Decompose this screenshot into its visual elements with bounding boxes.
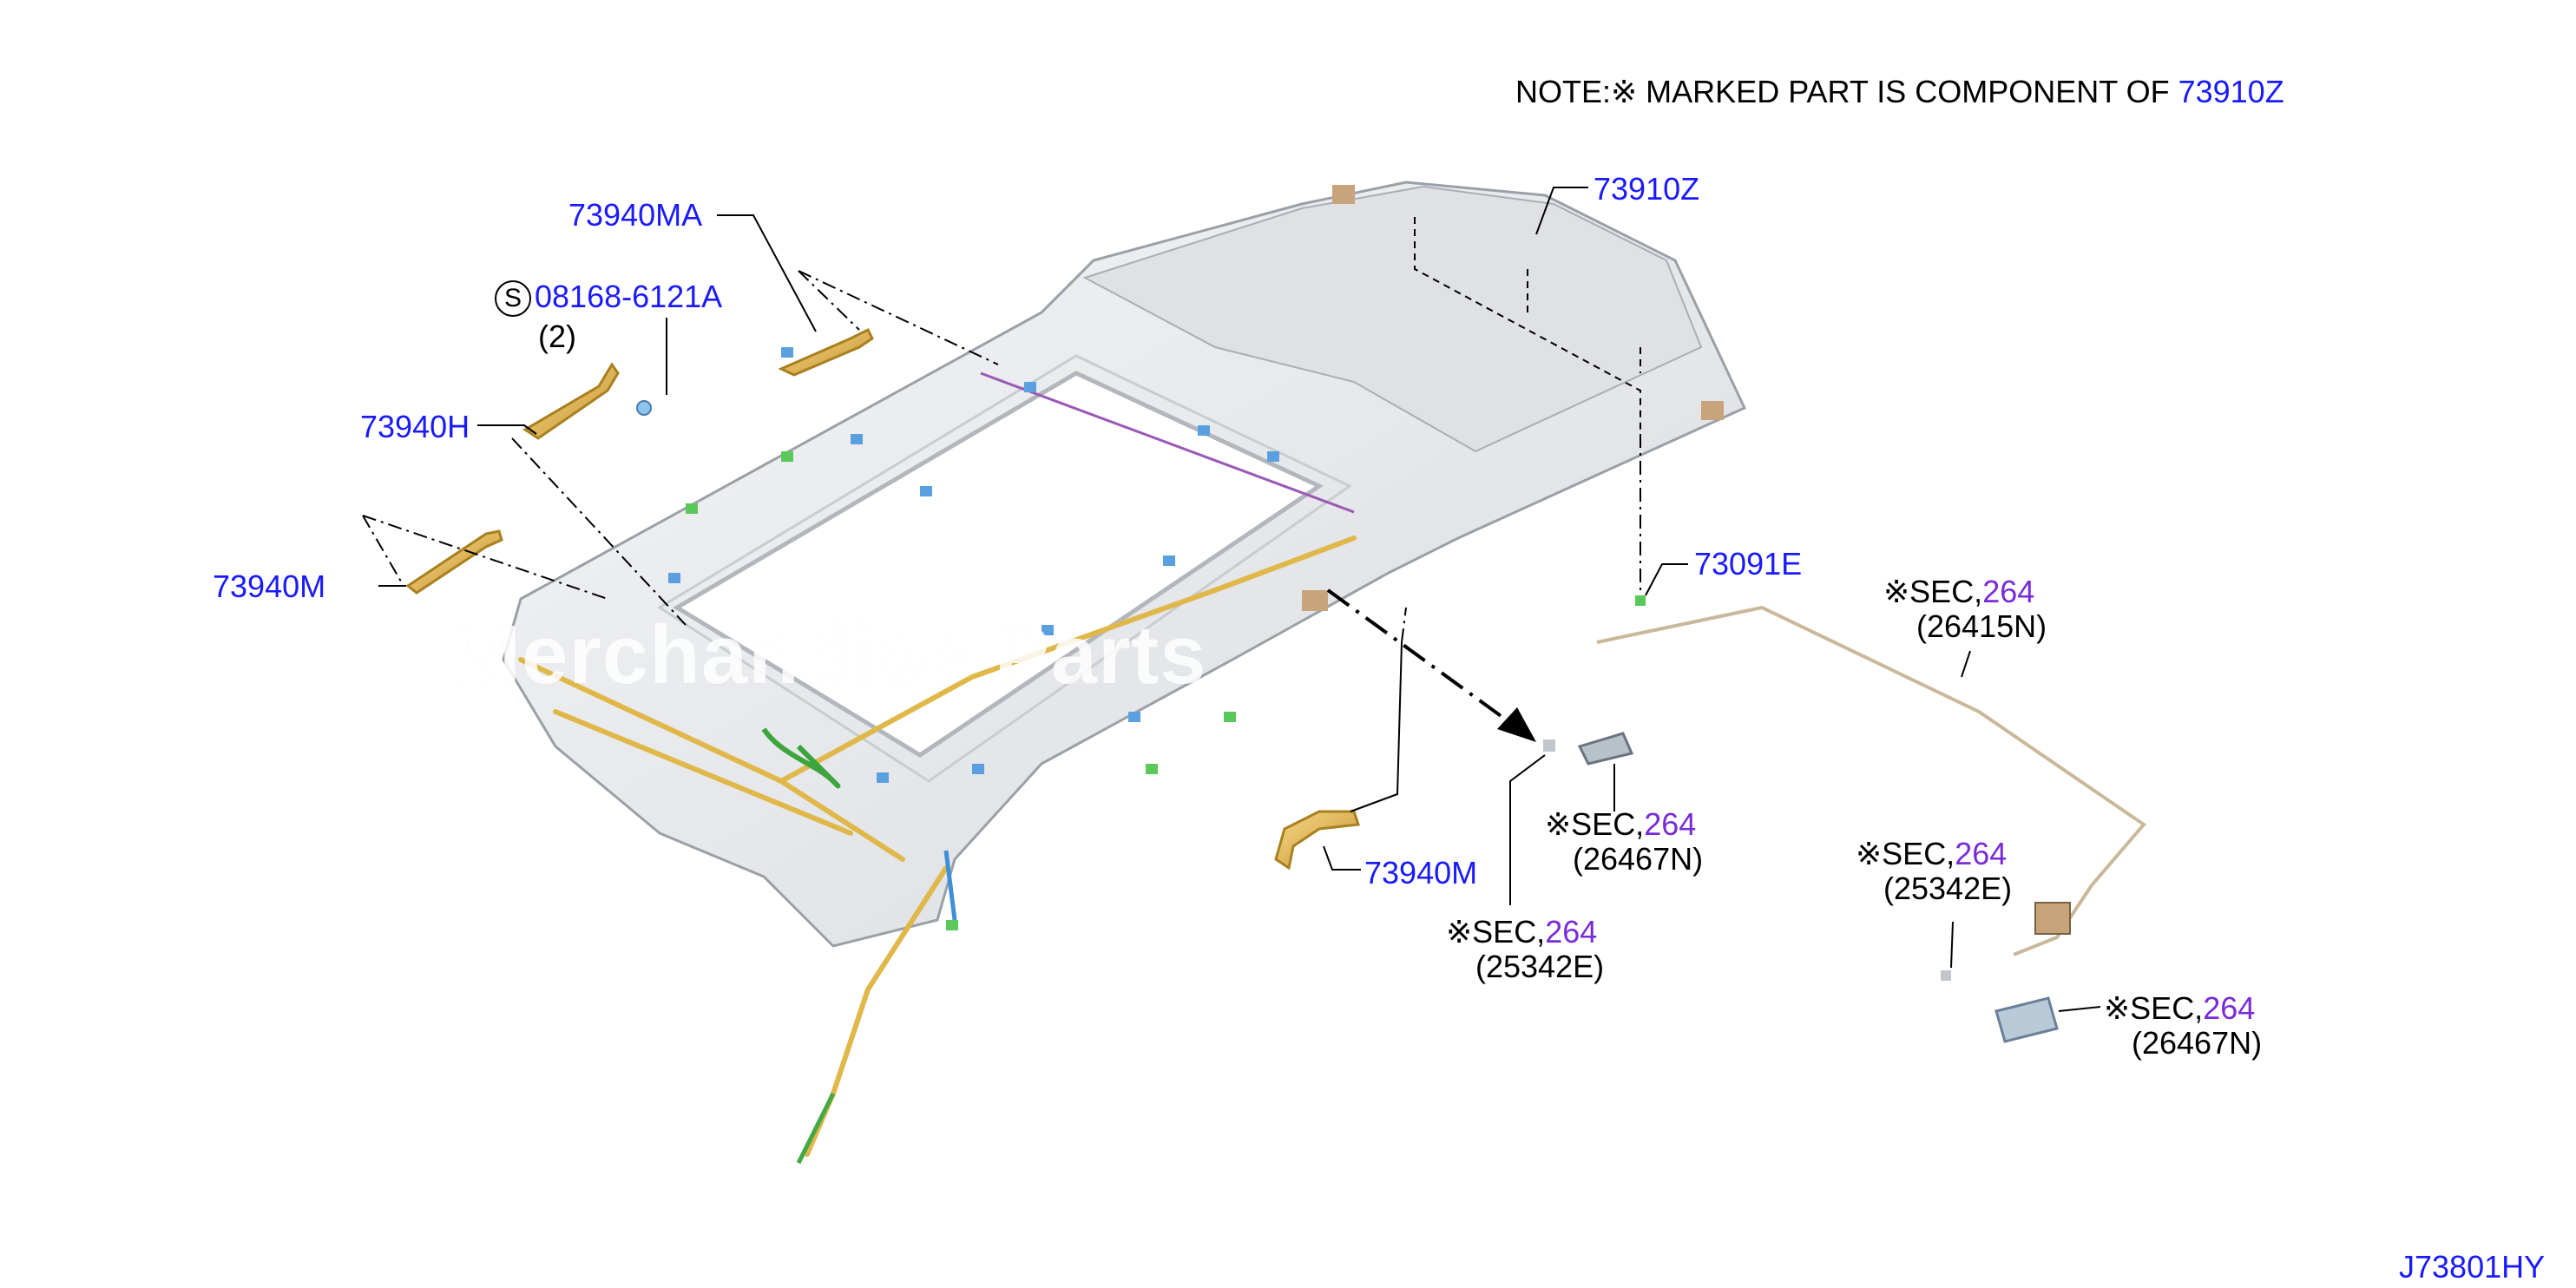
sec-code: (26467N) (1573, 841, 1704, 877)
sec-ref-26415N: ※SEC,264 (26415N) (1883, 575, 2047, 644)
roof-harness (518, 536, 1357, 1157)
sec-prefix: ※SEC, (2104, 990, 2204, 1026)
note-text: NOTE:※ MARKED PART IS COMPONENT OF 73910… (1515, 75, 2284, 109)
sec-code: (25342E) (1883, 871, 2013, 906)
sec-ref-26467N-lower: ※SEC,264 (26467N) (2104, 991, 2262, 1061)
screw-part-link[interactable]: 08168-6121A (535, 279, 723, 314)
lamp-bulb-lower[interactable] (1941, 970, 1951, 981)
part-label-73940H[interactable]: 73940H (360, 409, 470, 444)
sec-link[interactable]: 264 (1955, 836, 2008, 871)
note-part-link[interactable]: 73910Z (2178, 74, 2284, 109)
assist-grip-73940M-right[interactable] (1274, 810, 1361, 871)
clip-markers (668, 347, 1279, 783)
map-lamp-upper[interactable] (1577, 732, 1634, 766)
sec-code: (26467N) (2132, 1025, 2263, 1061)
part-label-73910Z[interactable]: 73910Z (1594, 171, 1700, 207)
part-label-73940MA[interactable]: 73940MA (568, 197, 703, 233)
sunroof-opening (673, 371, 1324, 758)
note-prefix: NOTE:※ MARKED PART IS COMPONENT OF (1515, 74, 2178, 109)
assist-grip-73940M-left[interactable] (405, 529, 503, 595)
watermark: Merchandise Parts (451, 608, 1207, 701)
part-label-73091E[interactable]: 73091E (1694, 546, 1803, 582)
standard-part-symbol: S (495, 280, 531, 318)
sec-link[interactable]: 264 (1545, 914, 1598, 950)
sec-code: (26415N) (1916, 608, 2047, 644)
diagram-id: J73801HY (2399, 1249, 2546, 1285)
grip-bracket-73940H[interactable] (522, 362, 620, 440)
sec-code: (25342E) (1475, 949, 1605, 984)
headlining-rear-dome (1082, 185, 1703, 453)
sec-prefix: ※SEC, (1545, 806, 1645, 842)
sec-link[interactable]: 264 (2203, 990, 2256, 1026)
sec-prefix: ※SEC, (1856, 836, 1955, 871)
sec-link[interactable]: 264 (1644, 806, 1697, 842)
part-label-73940M-left[interactable]: 73940M (213, 568, 326, 604)
sunroof-wire (1596, 605, 2146, 956)
clip-73091E[interactable] (1635, 595, 1646, 606)
part-label-73940M-right[interactable]: 73940M (1364, 855, 1478, 890)
sec-link[interactable]: 264 (1982, 574, 2035, 609)
sec-ref-25342E-left: ※SEC,264 (25342E) (1446, 915, 1604, 984)
sec-ref-25342E-right: ※SEC,264 (25342E) (1856, 837, 2012, 906)
sec-ref-26467N-upper: ※SEC,264 (26467N) (1545, 807, 1703, 877)
map-lamp-lower[interactable] (1994, 996, 2059, 1043)
sec-prefix: ※SEC, (1883, 574, 1983, 609)
sec-prefix: ※SEC, (1446, 914, 1546, 950)
assist-grip-73940MA[interactable] (778, 327, 874, 377)
screw-08168-6121A[interactable] (636, 400, 652, 416)
screw-quantity: (2) (538, 319, 576, 354)
lamp-bulb-upper[interactable] (1543, 739, 1555, 752)
